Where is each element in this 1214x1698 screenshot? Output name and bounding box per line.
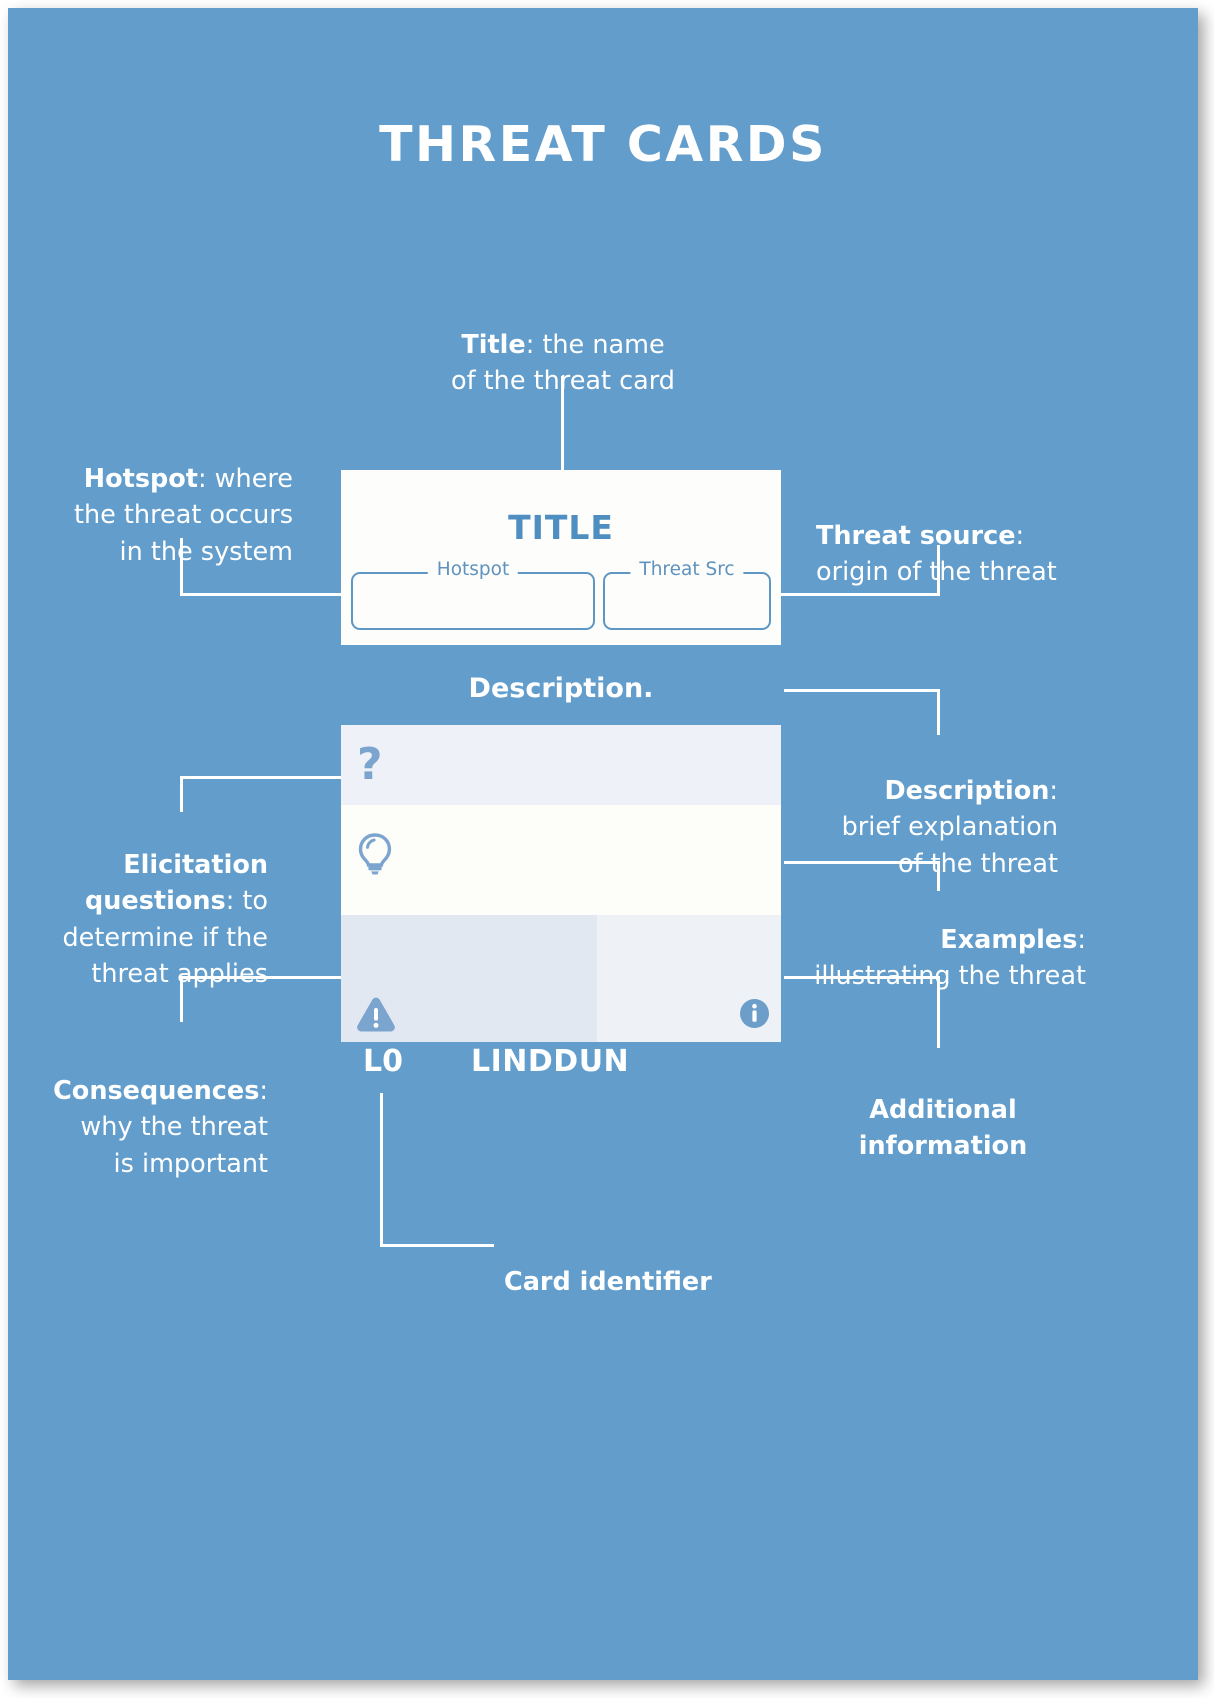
connector-elicitation-v <box>180 776 183 812</box>
lightbulb-icon <box>355 832 395 879</box>
annotation-hotspot-text: where the threat occurs in the system <box>73 464 293 567</box>
connector-hotspot-h <box>180 593 342 596</box>
annotation-threat-source-term: Threat source <box>816 521 1016 552</box>
poster: THREAT CARDS Title: the name of the thre… <box>8 8 1198 1680</box>
connector-title <box>561 376 564 472</box>
annotation-threat-source-sep: : <box>1015 521 1025 552</box>
connector-consequences-v <box>180 976 183 1022</box>
card-threat-source-field[interactable]: Threat Src <box>603 559 771 630</box>
annotation-hotspot-term: Hotspot <box>83 464 198 495</box>
warning-icon <box>355 995 397 1036</box>
connector-examples-v <box>937 861 940 891</box>
annotation-consequences-sep: : <box>259 1076 268 1107</box>
annotation-description: Description: brief explanation of the th… <box>768 737 1058 882</box>
annotation-description-term: Description <box>884 776 1050 807</box>
card-hotspot-label: Hotspot <box>427 559 519 580</box>
connector-card-id-v <box>380 1093 383 1246</box>
annotation-elicitation-term: Elicitation questions <box>85 850 268 917</box>
connector-examples-h <box>784 861 940 864</box>
annotation-additional-information-term: Additional information <box>858 1095 1028 1162</box>
annotation-card-identifier: Card identifier <box>504 1228 804 1300</box>
card-threat-source-label: Threat Src <box>630 559 744 580</box>
annotation-consequences-term: Consequences <box>53 1076 260 1107</box>
card-identifier: L0 <box>363 1044 403 1079</box>
annotation-title-term: Title <box>461 330 526 361</box>
connector-elicitation-h <box>180 776 342 779</box>
card-hotspot-field[interactable]: Hotspot <box>351 559 595 630</box>
info-icon <box>740 999 769 1031</box>
connector-additional-v <box>937 976 940 1048</box>
card-row-examples <box>341 805 781 915</box>
card-footer: L0 LINDDUN <box>341 1044 781 1084</box>
connector-card-id-h <box>380 1244 494 1247</box>
card-title: TITLE <box>508 508 614 547</box>
annotation-hotspot-sep: : <box>197 464 215 495</box>
connector-description-v <box>937 689 940 735</box>
annotation-card-identifier-term: Card identifier <box>504 1267 712 1298</box>
threat-card-top: TITLE Hotspot Threat Src <box>341 470 781 645</box>
connector-description-h <box>784 689 940 692</box>
annotation-consequences-text: why the threat is important <box>80 1112 268 1179</box>
annotation-description-text: brief explanation of the threat <box>841 812 1058 879</box>
card-row-questions <box>341 725 781 805</box>
annotation-threat-source: Threat source: origin of the threat <box>816 482 1106 591</box>
annotation-consequences: Consequences: why the threat is importan… <box>18 1037 268 1182</box>
threat-card-bottom: ? <box>341 725 781 1042</box>
connector-threat-source-h <box>780 593 940 596</box>
annotation-elicitation-sep: : <box>225 886 243 917</box>
card-row-bottom <box>341 915 781 1042</box>
annotation-examples-sep: : <box>1077 925 1086 956</box>
annotation-elicitation-text: to determine if the threat applies <box>62 886 269 989</box>
connector-additional-h <box>784 976 940 979</box>
card-description-label: Description. <box>468 673 654 704</box>
annotation-additional-information: Additional information <box>818 1056 1068 1165</box>
annotation-description-sep: : <box>1049 776 1058 807</box>
annotation-examples-term: Examples <box>940 925 1078 956</box>
card-brand: LINDDUN <box>471 1044 630 1079</box>
question-mark-icon: ? <box>357 739 383 790</box>
annotation-threat-source-text: origin of the threat <box>816 557 1057 588</box>
page-title: THREAT CARDS <box>379 116 827 173</box>
annotation-hotspot: Hotspot: where the threat occurs in the … <box>28 425 293 570</box>
connector-consequences-h <box>180 976 342 979</box>
annotation-title-sep: : <box>525 330 543 361</box>
connector-threat-source-v <box>937 545 940 596</box>
connector-hotspot-v <box>180 538 183 596</box>
annotation-title: Title: the name of the threat card <box>408 291 718 400</box>
annotation-elicitation: Elicitation questions: to determine if t… <box>18 811 269 992</box>
annotation-title-text: the name of the threat card <box>450 330 675 397</box>
